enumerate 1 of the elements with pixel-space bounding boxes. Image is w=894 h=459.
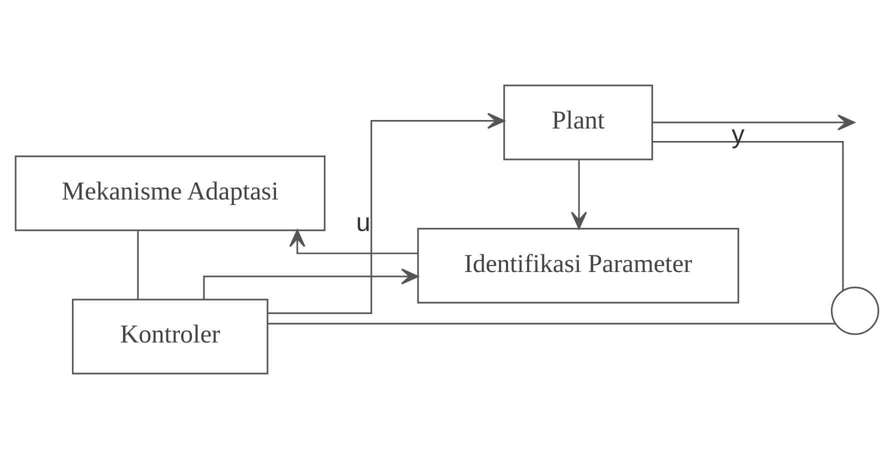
edge-label: u: [356, 209, 370, 238]
